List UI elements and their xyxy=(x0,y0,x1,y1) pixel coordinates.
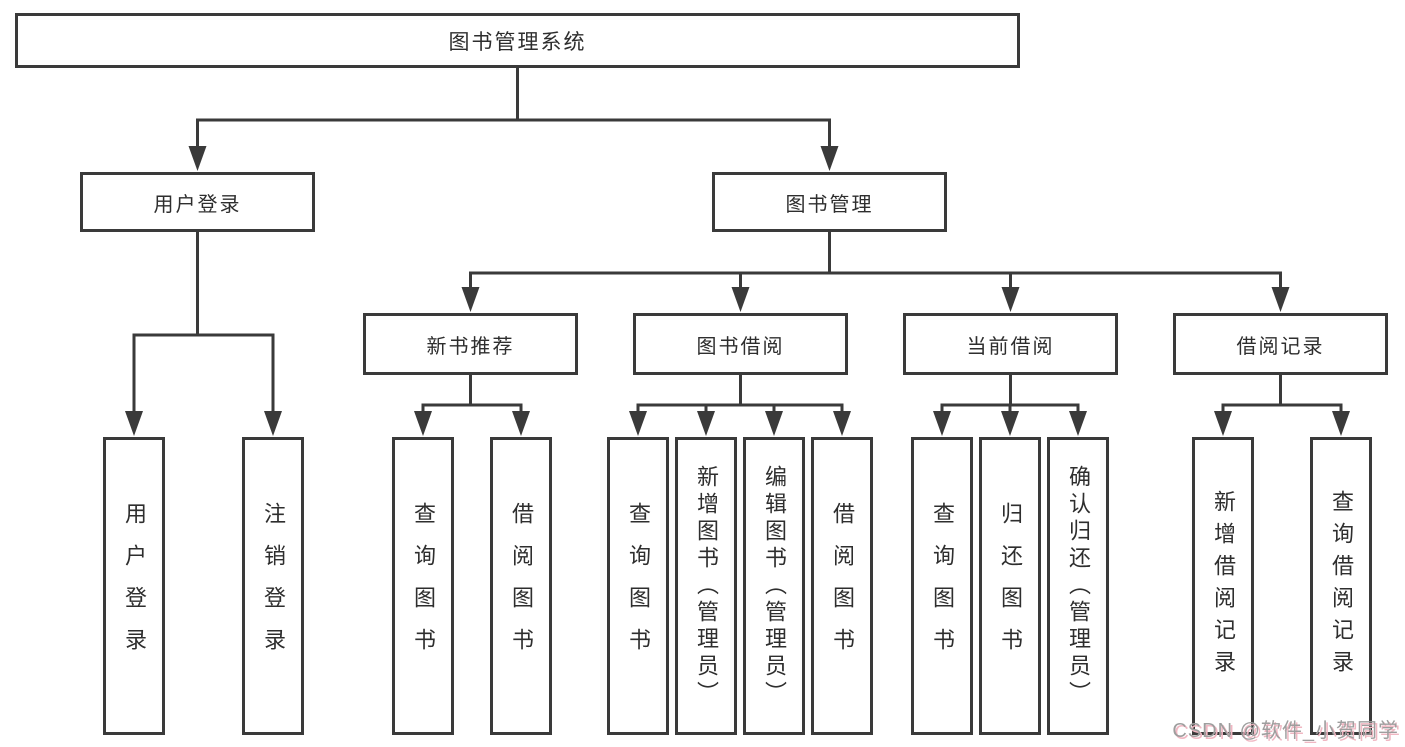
node-root-system-label: 图书管理系统 xyxy=(448,30,587,54)
node-current-borrowing: 当前借阅 xyxy=(903,313,1118,375)
node-borrowing-records-label: 借阅记录 xyxy=(1236,335,1325,358)
leaf-query-books-1: 查询图书 xyxy=(392,437,454,735)
leaf-query-borrow-record-label: 查询借阅记录 xyxy=(1329,490,1354,682)
leaf-user-login: 用户登录 xyxy=(103,437,165,735)
leaf-add-borrow-record-label: 新增借阅记录 xyxy=(1211,490,1236,682)
leaf-user-login-label: 用户登录 xyxy=(122,502,147,670)
node-user-login-label: 用户登录 xyxy=(153,193,242,216)
leaf-return-books: 归还图书 xyxy=(979,437,1041,735)
leaf-query-books-3: 查询图书 xyxy=(911,437,973,735)
node-borrowing-records: 借阅记录 xyxy=(1173,313,1388,375)
node-book-management: 图书管理 xyxy=(712,172,947,232)
leaf-logout: 注销登录 xyxy=(242,437,304,735)
leaf-add-books-admin: 新增图书（管理员） xyxy=(675,437,737,735)
leaf-query-books-2-label: 查询图书 xyxy=(626,502,651,670)
leaf-edit-books-admin: 编辑图书（管理员） xyxy=(743,437,805,735)
leaf-query-borrow-record: 查询借阅记录 xyxy=(1310,437,1372,735)
leaf-borrow-books-1-label: 借阅图书 xyxy=(509,502,534,670)
leaf-confirm-return-admin-label: 确认归还（管理员） xyxy=(1066,464,1091,708)
leaf-borrow-books-2-label: 借阅图书 xyxy=(830,502,855,670)
leaf-edit-books-admin-label: 编辑图书（管理员） xyxy=(762,464,787,708)
leaf-add-borrow-record: 新增借阅记录 xyxy=(1192,437,1254,735)
node-user-login: 用户登录 xyxy=(80,172,315,232)
leaf-query-books-1-label: 查询图书 xyxy=(411,502,436,670)
node-book-management-label: 图书管理 xyxy=(785,193,874,216)
leaf-logout-label: 注销登录 xyxy=(261,502,286,670)
watermark: CSDN @软件_小贺同学 xyxy=(1172,720,1399,742)
node-book-borrowing-label: 图书借阅 xyxy=(696,335,785,358)
leaf-query-books-2: 查询图书 xyxy=(607,437,669,735)
node-new-book-recommendation: 新书推荐 xyxy=(363,313,578,375)
node-root-system: 图书管理系统 xyxy=(15,13,1020,68)
leaf-return-books-label: 归还图书 xyxy=(998,502,1023,670)
node-book-borrowing: 图书借阅 xyxy=(633,313,848,375)
node-new-book-recommendation-label: 新书推荐 xyxy=(426,335,515,358)
leaf-confirm-return-admin: 确认归还（管理员） xyxy=(1047,437,1109,735)
leaf-borrow-books-1: 借阅图书 xyxy=(490,437,552,735)
leaf-query-books-3-label: 查询图书 xyxy=(930,502,955,670)
leaf-add-books-admin-label: 新增图书（管理员） xyxy=(694,464,719,708)
leaf-borrow-books-2: 借阅图书 xyxy=(811,437,873,735)
node-current-borrowing-label: 当前借阅 xyxy=(966,335,1055,358)
